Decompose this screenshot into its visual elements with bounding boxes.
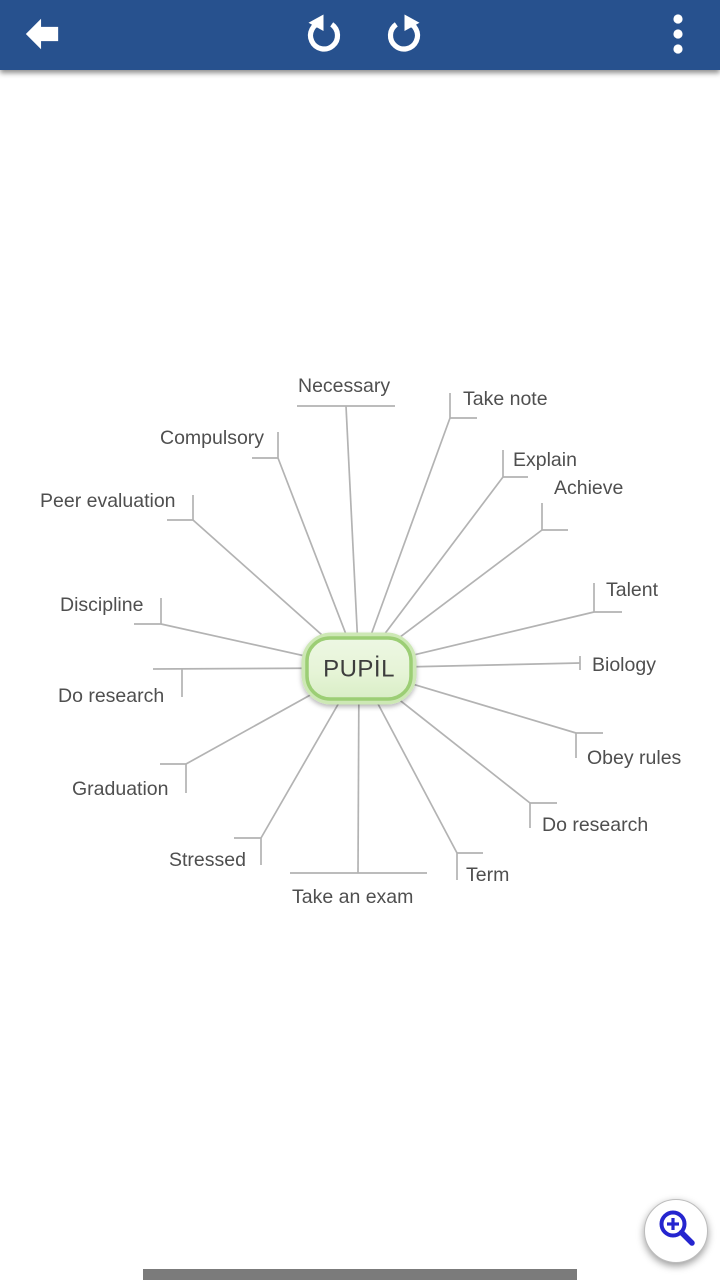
branch-label-explain[interactable]: Explain — [513, 449, 577, 471]
center-node-shape[interactable] — [305, 636, 413, 701]
branch-label-do-research-left[interactable]: Do research — [58, 685, 164, 707]
center-node-label[interactable]: PUPİL — [323, 656, 395, 683]
zoom-fab[interactable] — [644, 1199, 708, 1263]
toolbar-center-group — [292, 0, 436, 70]
branch-label-discipline[interactable]: Discipline — [60, 594, 143, 616]
branch-label-term[interactable]: Term — [466, 864, 509, 886]
kebab-menu-icon — [671, 11, 685, 60]
center-node-halo — [301, 632, 417, 705]
branch-label-compulsory[interactable]: Compulsory — [160, 427, 264, 449]
branch-label-graduation[interactable]: Graduation — [72, 778, 168, 800]
center-node[interactable]: PUPİL — [301, 632, 417, 705]
branch-label-talent[interactable]: Talent — [606, 579, 659, 601]
undo-button[interactable] — [292, 0, 356, 70]
overflow-menu-button[interactable] — [654, 0, 702, 70]
branch-labels: Necessary Take note Explain Achieve Tale… — [40, 375, 682, 908]
connector-line-necessary — [345, 405, 360, 669]
connector-line-take-note — [358, 417, 451, 669]
top-toolbar — [0, 0, 720, 70]
branch-label-obey-rules[interactable]: Obey rules — [587, 747, 682, 769]
branch-label-peer-evaluation[interactable]: Peer evaluation — [40, 490, 176, 512]
branch-label-take-note[interactable]: Take note — [463, 388, 548, 410]
undo-icon — [304, 14, 344, 57]
zoom-in-icon — [645, 1198, 707, 1265]
back-button[interactable] — [10, 0, 74, 70]
branch-label-do-research-right[interactable]: Do research — [542, 814, 648, 836]
branch-label-biology[interactable]: Biology — [592, 654, 656, 676]
horizontal-scrollbar[interactable] — [143, 1269, 577, 1280]
branch-label-take-an-exam[interactable]: Take an exam — [292, 886, 413, 908]
redo-button[interactable] — [372, 0, 436, 70]
back-arrow-icon — [23, 12, 61, 59]
branch-label-achieve[interactable]: Achieve — [554, 477, 623, 499]
redo-icon — [384, 14, 424, 57]
branch-label-necessary[interactable]: Necessary — [298, 375, 390, 397]
branch-label-stressed[interactable]: Stressed — [169, 849, 246, 871]
